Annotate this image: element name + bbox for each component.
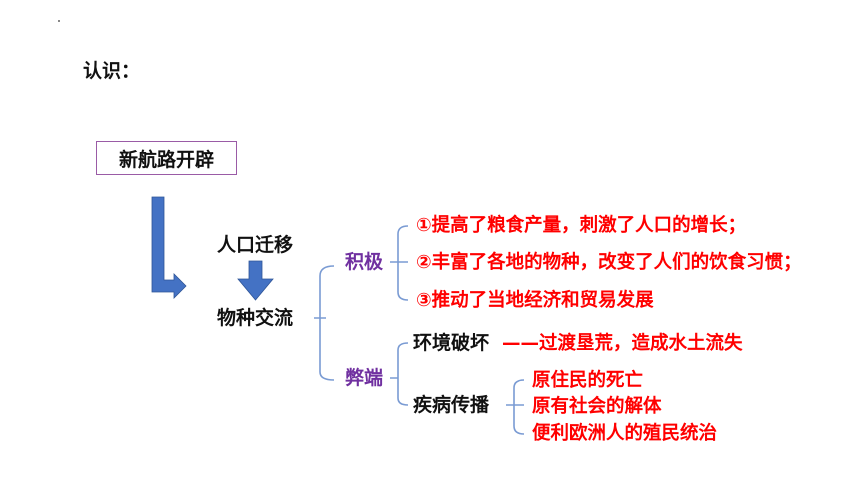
- root-box: 新航路开辟: [96, 141, 237, 175]
- category-positive: 积极: [345, 251, 384, 273]
- negative-environment-label: 环境破坏: [413, 332, 490, 354]
- down-arrow: [237, 260, 274, 301]
- positive-effect-1: ①提高了粮食产量，刺激了人口的增长；: [416, 215, 747, 236]
- disease-consequence-3: 便利欧洲人的殖民统治: [532, 423, 718, 444]
- bracket-positive: [390, 225, 409, 301]
- category-negative: 弊端: [345, 367, 384, 389]
- disease-consequence-2: 原有社会的解体: [532, 396, 662, 417]
- bracket-main: [314, 265, 335, 381]
- node-migration: 人口迁移: [217, 234, 294, 256]
- negative-environment-detail: ——过渡垦荒，造成水土流失: [502, 333, 743, 354]
- disease-consequence-1: 原住民的死亡: [532, 370, 644, 391]
- negative-disease-label: 疾病传播: [413, 394, 490, 416]
- page-heading: 认识：: [83, 60, 141, 82]
- positive-effect-2: ②丰富了各地的物种，改变了人们的饮食习惯；: [416, 252, 802, 273]
- l-arrow: [151, 196, 187, 299]
- bracket-disease: [506, 379, 525, 435]
- bracket-negative: [390, 342, 409, 406]
- node-exchange: 物种交流: [217, 307, 294, 329]
- corner-dot: [58, 20, 60, 22]
- positive-effect-3: ③推动了当地经济和贸易发展: [416, 290, 654, 311]
